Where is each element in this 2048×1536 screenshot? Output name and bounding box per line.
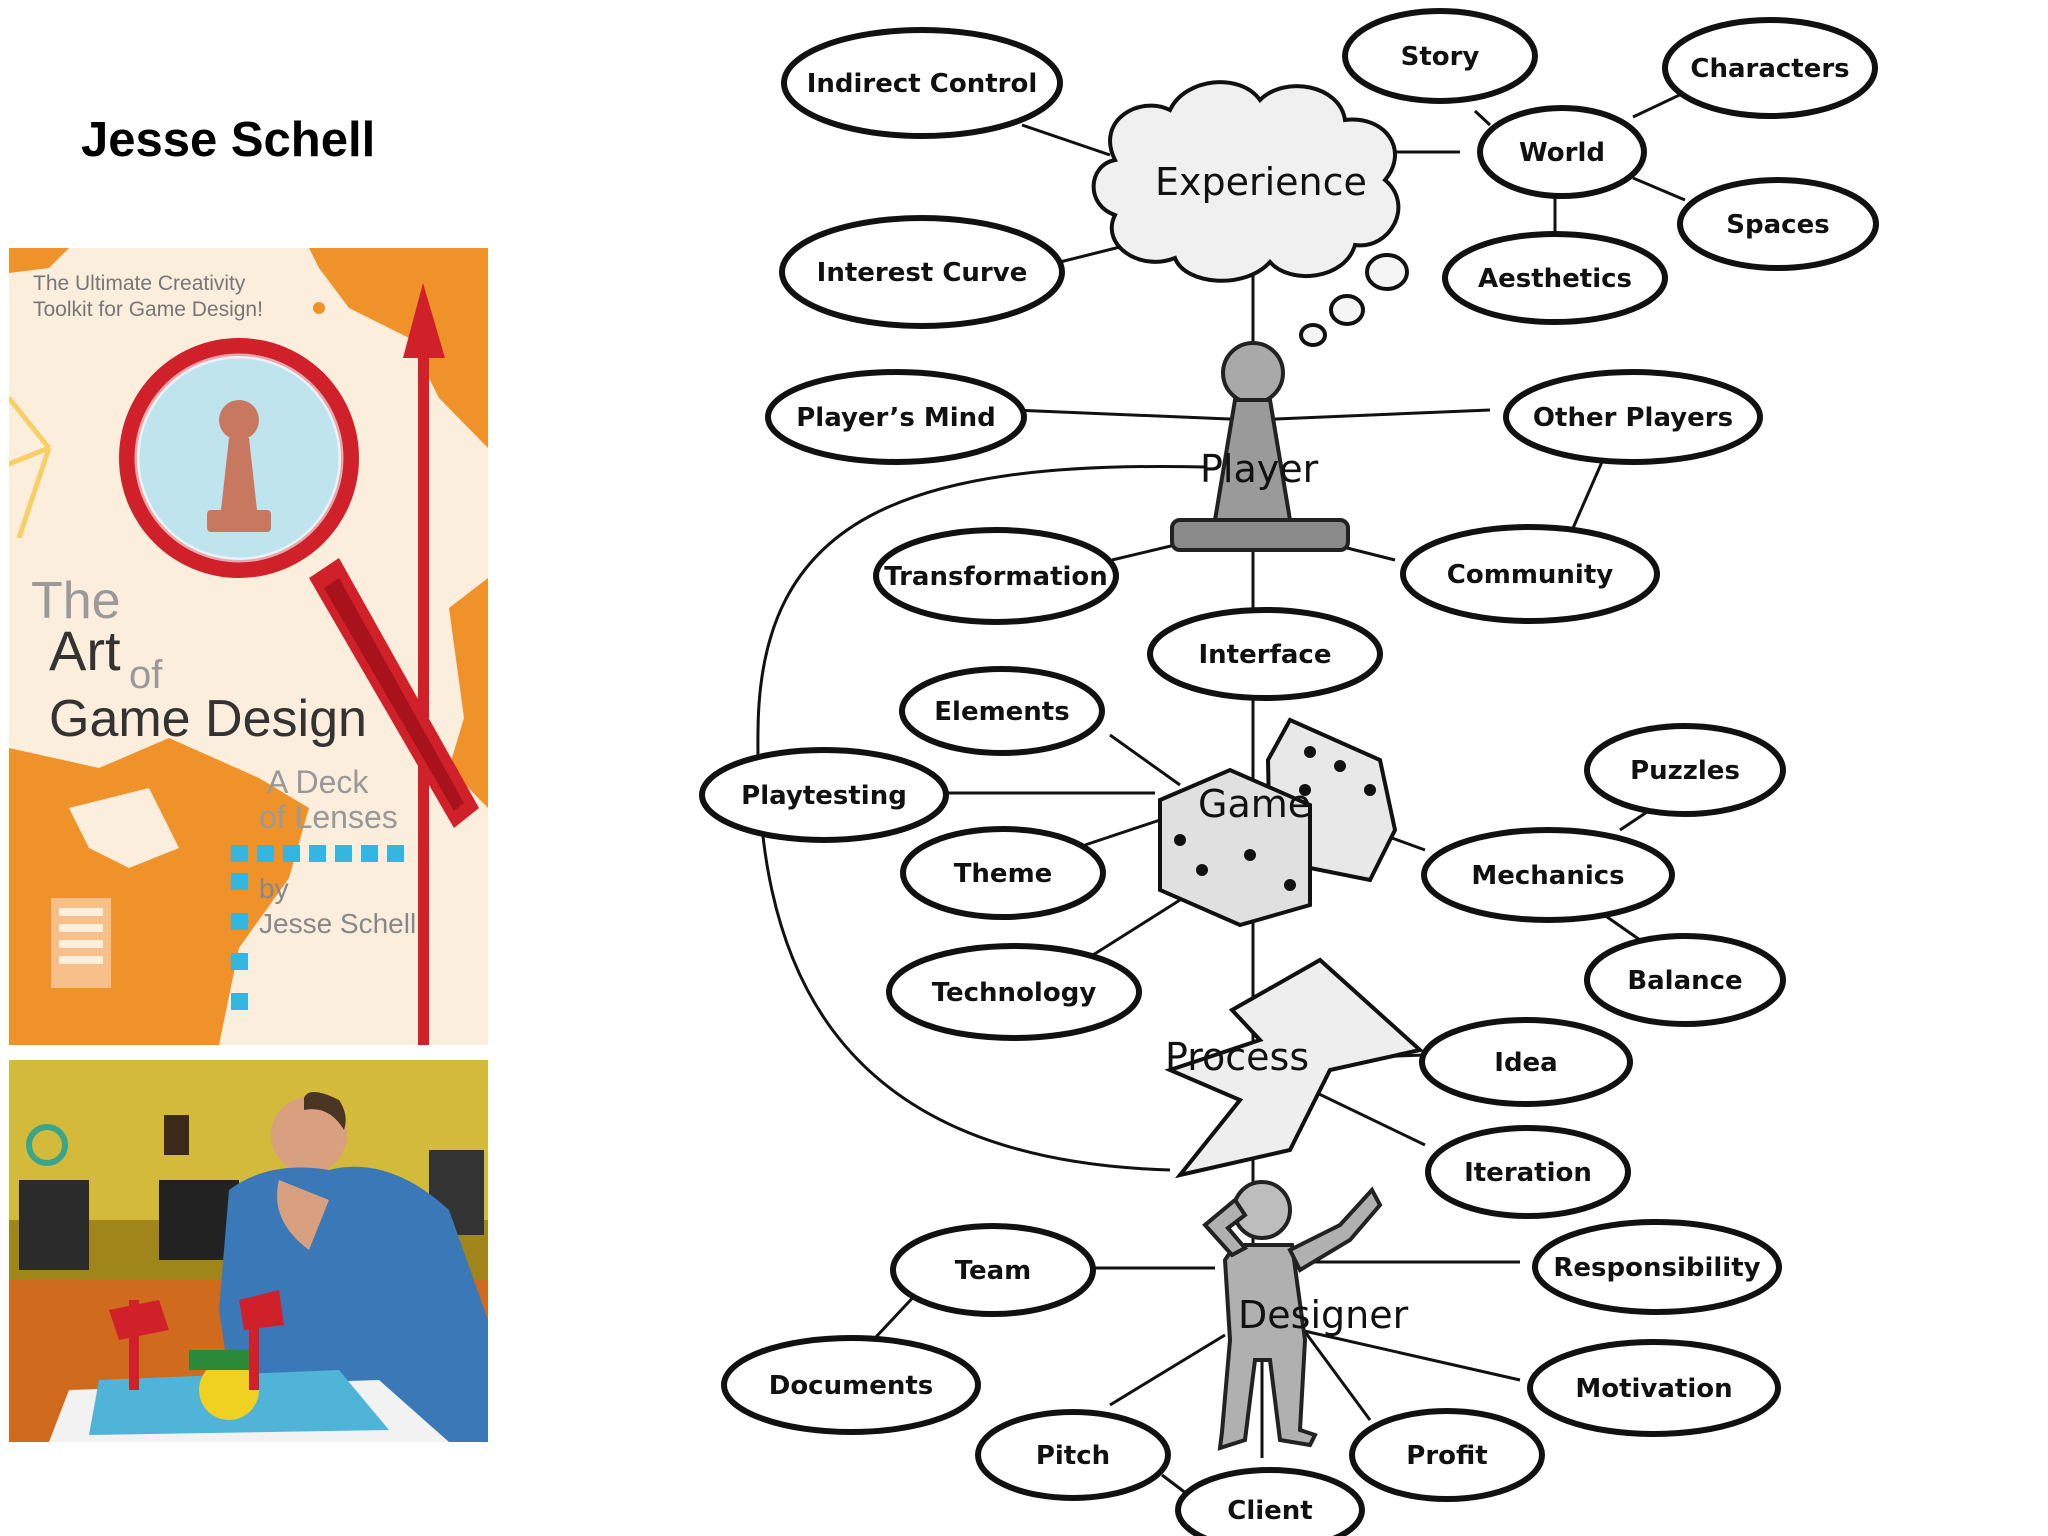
label-spaces: Spaces (1726, 210, 1829, 240)
label-pitch: Pitch (1036, 1441, 1110, 1471)
node-iteration (1425, 1125, 1631, 1219)
hub-player: Player (1200, 447, 1319, 491)
experience-cloud-icon (1091, 80, 1409, 347)
book-cover-image: The Ultimate Creativity Toolkit for Game… (9, 248, 488, 1045)
cover-subtitle-2: of Lenses (259, 799, 398, 835)
node-documents (721, 1335, 981, 1435)
label-interest-curve: Interest Curve (817, 258, 1028, 288)
label-elements: Elements (934, 697, 1069, 727)
cover-title-the: The (31, 572, 121, 630)
cover-title-art: Art (49, 619, 121, 682)
cover-title-game-design: Game Design (49, 690, 367, 748)
node-profit (1349, 1408, 1545, 1502)
node-story (1342, 8, 1538, 104)
label-interface: Interface (1199, 640, 1332, 670)
node-interest-curve (779, 215, 1065, 329)
process-lightning-icon (1164, 957, 1425, 1179)
label-indirect-control: Indirect Control (807, 69, 1038, 99)
node-technology (886, 943, 1142, 1041)
label-mechanics: Mechanics (1471, 861, 1624, 891)
node-other-players (1503, 369, 1763, 465)
node-indirect-control (781, 27, 1063, 139)
node-elements (899, 666, 1105, 756)
cover-subtitle-1: A Deck (267, 764, 369, 800)
node-mechanics (1421, 827, 1675, 923)
label-technology: Technology (932, 978, 1097, 1008)
label-other-players: Other Players (1533, 403, 1733, 433)
node-balance (1584, 933, 1786, 1027)
label-iteration: Iteration (1464, 1158, 1592, 1188)
label-client: Client (1227, 1496, 1312, 1526)
node-motivation (1527, 1339, 1781, 1437)
label-playtesting: Playtesting (741, 781, 907, 811)
cover-tagline-2: Toolkit for Game Design! (33, 298, 263, 321)
label-idea: Idea (1494, 1048, 1557, 1078)
node-responsibility (1532, 1219, 1782, 1315)
label-world: World (1519, 138, 1605, 168)
label-transformation: Transformation (884, 562, 1108, 592)
node-world (1477, 105, 1647, 199)
node-pitch (975, 1409, 1171, 1501)
cover-author: Jesse Schell (259, 908, 416, 939)
label-aesthetics: Aesthetics (1478, 264, 1632, 294)
node-client (1175, 1467, 1365, 1536)
node-transformation (873, 527, 1119, 625)
node-theme (900, 826, 1106, 920)
hub-process: Process (1165, 1035, 1309, 1079)
hub-game: Game (1198, 782, 1311, 826)
label-puzzles: Puzzles (1630, 756, 1740, 786)
label-responsibility: Responsibility (1553, 1253, 1760, 1283)
cover-by: by (259, 873, 289, 904)
label-characters: Characters (1690, 54, 1849, 84)
label-documents: Documents (769, 1371, 934, 1401)
node-aesthetics (1442, 231, 1668, 325)
page-title: Jesse Schell (81, 113, 376, 167)
publisher-logo-icon (51, 898, 111, 988)
label-motivation: Motivation (1575, 1374, 1732, 1404)
node-team (890, 1223, 1096, 1317)
node-characters (1662, 17, 1878, 119)
node-interface (1147, 607, 1383, 701)
node-players-mind (765, 369, 1027, 465)
cover-tagline-1: The Ultimate Creativity (33, 272, 246, 295)
label-players-mind: Player’s Mind (796, 403, 996, 433)
node-spaces (1677, 177, 1879, 271)
node-idea (1419, 1017, 1633, 1107)
hub-designer: Designer (1238, 1293, 1409, 1337)
hub-experience: Experience (1155, 160, 1367, 204)
label-balance: Balance (1627, 966, 1742, 996)
label-profit: Profit (1406, 1441, 1487, 1471)
label-team: Team (955, 1256, 1032, 1286)
node-community (1400, 524, 1660, 624)
label-community: Community (1447, 560, 1613, 590)
label-theme: Theme (954, 859, 1053, 889)
cover-title-of: of (129, 653, 163, 697)
node-playtesting (699, 747, 949, 843)
designer-figure-icon (1202, 1180, 1383, 1451)
label-story: Story (1401, 42, 1480, 72)
game-dice-icon (1158, 717, 1398, 928)
author-photo (9, 1060, 488, 1442)
node-puzzles (1584, 723, 1786, 817)
player-pawn-icon (1170, 341, 1350, 552)
